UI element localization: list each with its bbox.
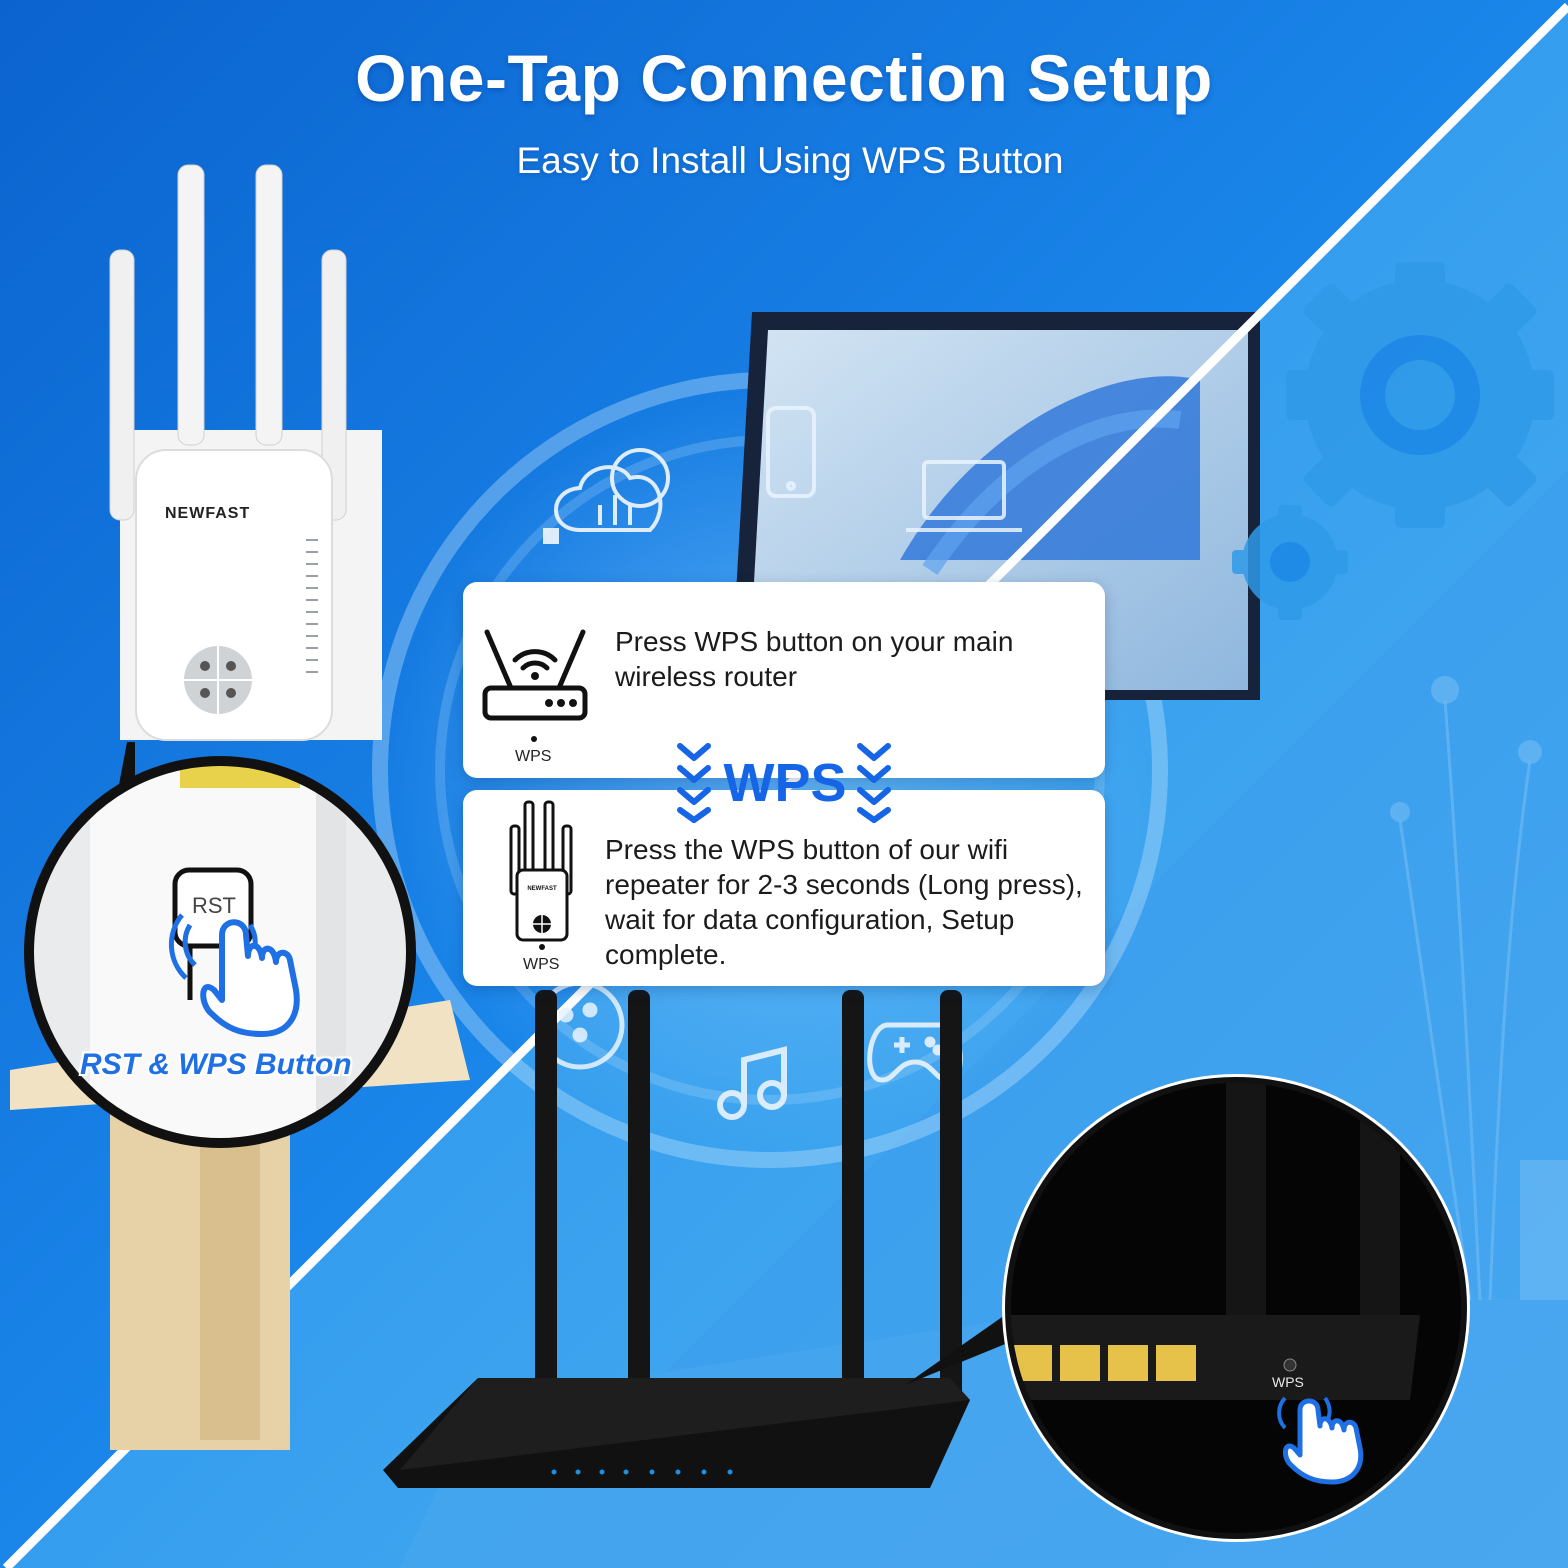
step-card-1: WPS Press WPS button on your main wirele… <box>463 582 1105 778</box>
gear-icon <box>1286 262 1554 528</box>
chevron-down-icon <box>857 743 891 823</box>
page-title: One-Tap Connection Setup <box>355 41 1213 115</box>
rst-wps-caption: RST & WPS Button <box>80 1048 352 1081</box>
step-2-text: Press the WPS button of our wifi repeate… <box>605 834 1083 970</box>
laptop-icon <box>906 460 1022 532</box>
router-wps-label: WPS <box>1272 1374 1304 1390</box>
step-1-text: Press WPS button on your main wireless r… <box>615 626 1014 692</box>
step-1-caption: WPS <box>515 748 552 765</box>
chevron-down-icon <box>677 743 711 823</box>
repeater-brand: NEWFAST <box>165 505 251 522</box>
cloud-data-icon <box>543 448 670 544</box>
tap-hand-icon <box>168 913 300 1037</box>
repeater-icon-brand: NEWFAST <box>527 886 557 892</box>
rst-button-label: RST <box>192 893 236 918</box>
router-icon <box>482 629 588 721</box>
decor-plant <box>1398 699 1532 1301</box>
gear-icon <box>1232 505 1348 620</box>
router-device <box>383 990 970 1488</box>
wps-center-label: WPS <box>723 753 847 813</box>
repeater-icon: NEWFAST <box>509 800 573 942</box>
tap-hand-icon <box>1277 1396 1364 1485</box>
wps-dot <box>539 944 545 950</box>
step-2-caption: WPS <box>523 956 560 973</box>
smartphone-icon <box>766 406 816 498</box>
music-note-icon <box>717 1046 787 1120</box>
step-card-2: NEWFAST WPS Press the WPS button of our … <box>463 790 1105 986</box>
page-subtitle: Easy to Install Using WPS Button <box>516 140 1064 181</box>
repeater-device <box>109 164 382 741</box>
router-closeup <box>1002 1074 1470 1542</box>
wps-dot <box>531 736 537 742</box>
